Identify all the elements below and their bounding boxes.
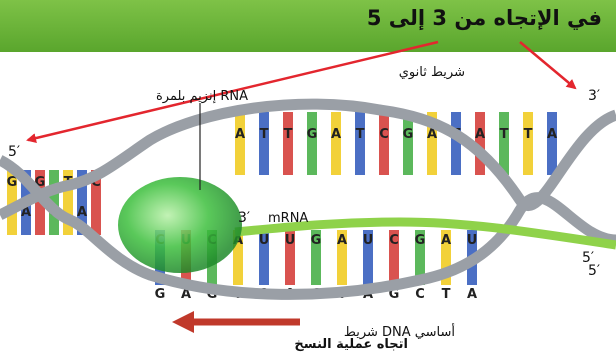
secondary-base-pair: [451, 112, 461, 175]
main-base-pair-letter: A: [337, 233, 347, 248]
main-strand-lower-letter: C: [415, 287, 425, 302]
secondary-base-pair: [523, 112, 533, 175]
mrna-label: mRNA: [268, 211, 308, 226]
secondary-base-pair: [331, 112, 341, 175]
main-base-pair-letter: C: [389, 233, 399, 248]
prime-5-left-label: 5′: [8, 144, 20, 160]
secondary-base-pair-letter: T: [260, 127, 269, 142]
main-base-pair-letter: U: [259, 233, 270, 248]
secondary-base-pair: [283, 112, 293, 175]
secondary-base-pair-letter: T: [500, 127, 509, 142]
secondary-base-pair-letter: C: [379, 127, 389, 142]
secondary-base-pair-letter: A: [547, 127, 557, 142]
secondary-strand-label: شريط ثانوي: [399, 65, 465, 80]
main-strand-lower-letter: A: [467, 287, 477, 302]
secondary-base-pair: [547, 112, 557, 175]
secondary-base-pair: [355, 112, 365, 175]
secondary-base-pair-letter: T: [524, 127, 533, 142]
left-helix-base-pair-letter: A: [77, 205, 87, 220]
secondary-base-pair: [307, 112, 317, 175]
main-strand-lower-letter: G: [155, 287, 166, 302]
main-base-pair-letter: U: [363, 233, 374, 248]
prime-3-right-label: 3′: [588, 88, 600, 104]
secondary-base-pair: [379, 112, 389, 175]
main-base-pair-letter: A: [441, 233, 451, 248]
main-strand-lower-letter: T: [442, 287, 451, 302]
rna-polymerase-label: إنزيم بلمرة RNA: [156, 89, 248, 104]
secondary-base-pair-letter: A: [331, 127, 341, 142]
prime-5-bottom-label: 5′: [588, 263, 600, 279]
main-base-pair-letter: U: [467, 233, 478, 248]
secondary-base-pair-letter: A: [235, 127, 245, 142]
secondary-base-pair-letter: T: [284, 127, 293, 142]
main-base-pair-letter: G: [311, 233, 322, 248]
prime-3-mrna-label: 3′: [238, 210, 250, 226]
secondary-base-pair-letter: A: [475, 127, 485, 142]
rna-polymerase-enzyme: [118, 177, 242, 273]
main-base-pair-letter: U: [285, 233, 296, 248]
secondary-base-pair: [259, 112, 269, 175]
transcription-direction-label: اتجاه عملية النسخ: [294, 337, 408, 352]
secondary-base-pair-letter: T: [356, 127, 365, 142]
secondary-base-pair: [235, 112, 245, 175]
main-base-pair-letter: G: [415, 233, 426, 248]
transcription-direction-arrowhead: [172, 311, 194, 333]
base-pairs: ATTGATCGATATTACUCAUUGAUCGAUGAGTAACTAGCTA…: [7, 112, 557, 302]
secondary-base-pair-letter: G: [403, 127, 414, 142]
secondary-base-pair-letter: G: [307, 127, 318, 142]
direction-arrow-right: [520, 42, 575, 88]
